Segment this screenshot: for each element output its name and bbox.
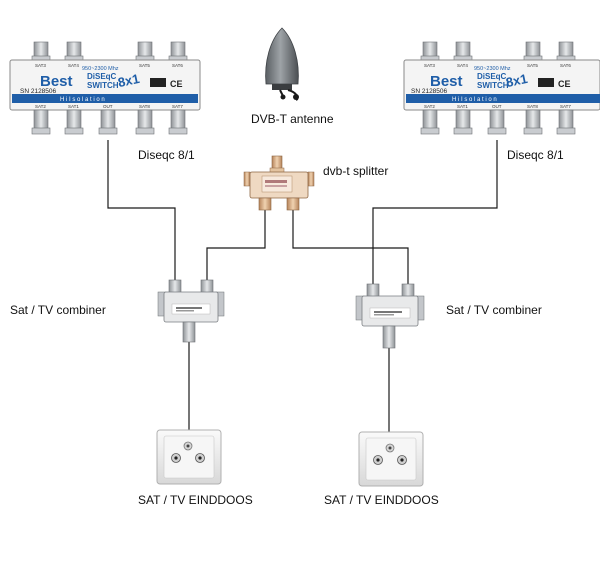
diseqc-left-model-2: SWITCH xyxy=(87,81,119,90)
sat-tv-combiner-right-icon xyxy=(355,283,425,349)
diseqc-right-logo xyxy=(538,78,554,87)
diseqc-left-port-bottom: OUT xyxy=(103,104,113,109)
diseqc-left-logo xyxy=(150,78,166,87)
splitter-label: dvb-t splitter xyxy=(323,164,389,178)
diseqc-left-port-top: SAT3 xyxy=(35,63,46,68)
diseqc-right-brand: Best xyxy=(430,73,463,90)
diseqc-left-serial: SN 2128506 xyxy=(20,88,57,95)
cable-splitter-to-left-combiner xyxy=(206,210,266,285)
diseqc-right-port-bottom: SAT8 xyxy=(527,104,538,109)
diseqc-right-port-top: SAT3 xyxy=(424,63,435,68)
diseqc-right-model-2: SWITCH xyxy=(477,81,509,90)
diseqc-left-port-bottom: SAT2 xyxy=(35,104,46,109)
outlet-right-label: SAT / TV EINDDOOS xyxy=(324,493,439,507)
cable-left-diseqc-to-combiner xyxy=(107,140,176,285)
diseqc-right-badge: 8x1 xyxy=(504,71,528,90)
diseqc-left-port-top: SAT4 xyxy=(68,63,79,68)
dvbt-antenna-icon xyxy=(265,27,299,101)
diseqc-right-model: DiSEqC xyxy=(477,72,507,81)
diseqc-switch-left: 950~2300 Mhz Best DiSEqC SWITCH 8x1 SN 2… xyxy=(9,41,201,135)
diseqc-left-ce: CE xyxy=(170,79,183,89)
diseqc-right-port-bottom: SAT1 xyxy=(457,104,468,109)
diseqc-left-badge: 8x1 xyxy=(116,71,140,90)
diseqc-right-label: Diseqc 8/1 xyxy=(507,148,564,162)
diseqc-right-serial: SN 2128506 xyxy=(411,88,448,95)
sat-tv-combiner-left-icon xyxy=(157,279,225,343)
sat-tv-outlet-right-icon xyxy=(358,431,424,487)
diseqc-left-label: Diseqc 8/1 xyxy=(138,148,195,162)
diseqc-right-port-bottom: OUT xyxy=(492,104,502,109)
diseqc-left-model: DiSEqC xyxy=(87,72,117,81)
cable-right-diseqc-to-combiner xyxy=(372,140,498,285)
diseqc-left-port-bottom: SAT8 xyxy=(139,104,150,109)
diseqc-left-port-top: SAT6 xyxy=(172,63,183,68)
combiner-right-label: Sat / TV combiner xyxy=(446,303,542,317)
diseqc-right-port-bottom: SAT7 xyxy=(560,104,571,109)
dvbt-splitter-icon xyxy=(243,155,315,211)
diseqc-left-port-bottom: SAT1 xyxy=(68,104,79,109)
diseqc-right-ce: CE xyxy=(558,79,571,89)
diseqc-left-band: H i I s o l a t i o n xyxy=(60,97,105,103)
cable-splitter-to-right-combiner xyxy=(292,210,409,285)
diseqc-left-brand: Best xyxy=(40,73,73,90)
diseqc-right-freq: 950~2300 Mhz xyxy=(474,66,511,72)
diseqc-right-port-top: SAT6 xyxy=(560,63,571,68)
sat-tv-outlet-left-icon xyxy=(156,429,222,485)
diseqc-right-port-top: SAT5 xyxy=(527,63,538,68)
diseqc-left-port-top: SAT5 xyxy=(139,63,150,68)
diseqc-left-freq: 950~2300 Mhz xyxy=(82,66,119,72)
diseqc-right-band: H i I s o l a t i o n xyxy=(452,97,497,103)
diseqc-right-port-bottom: SAT2 xyxy=(424,104,435,109)
diseqc-switch-right: 950~2300 Mhz Best DiSEqC SWITCH 8x1 SN 2… xyxy=(403,41,600,135)
diseqc-right-port-top: SAT4 xyxy=(457,63,468,68)
outlet-left-label: SAT / TV EINDDOOS xyxy=(138,493,253,507)
combiner-left-label: Sat / TV combiner xyxy=(10,303,106,317)
antenna-label: DVB-T antenne xyxy=(251,112,334,126)
cables xyxy=(107,140,498,432)
diseqc-left-port-bottom: SAT7 xyxy=(172,104,183,109)
